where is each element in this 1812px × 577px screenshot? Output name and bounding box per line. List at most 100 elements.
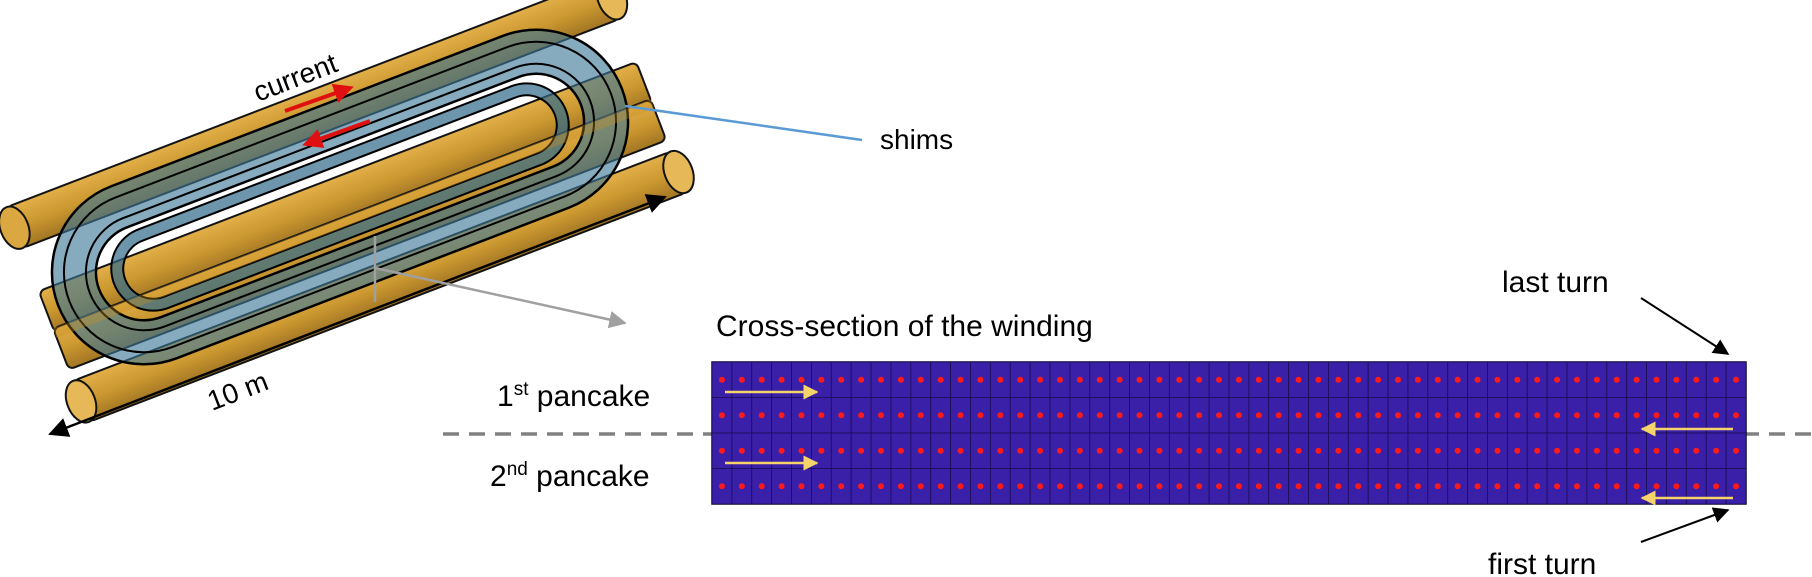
conductor-dot [1514,412,1521,419]
conductor-dot [1355,483,1362,490]
conductor-dot [1713,483,1720,490]
conductor-dot [1474,483,1481,490]
conductor-dot [1335,412,1342,419]
conductor-dot [758,412,765,419]
current-arrow-back [302,119,371,148]
conductor-dot [798,412,805,419]
conductor-dot [1613,483,1620,490]
conductor-dot [1255,376,1262,383]
conductor-dot [1395,376,1402,383]
conductor-dot [1196,447,1203,454]
first-turn-label: first turn [1488,548,1596,577]
conductor-dot [1633,483,1640,490]
conductor-dot [917,447,924,454]
conductor-dot [1315,412,1322,419]
conductor-dot [1474,447,1481,454]
conductor-dot [878,376,885,383]
conductor-dot [1534,412,1541,419]
conductor-dot [997,376,1004,383]
conductor-dot [1693,412,1700,419]
conductor-dot [917,483,924,490]
conductor-dot [1116,412,1123,419]
conductor-dot [1037,483,1044,490]
conductor-dot [1593,483,1600,490]
conductor-dot [1693,376,1700,383]
conductor-dot [1136,412,1143,419]
conductor-dot [1633,376,1640,383]
conductor-dot [897,412,904,419]
conductor-dot [1534,483,1541,490]
conductor-dot [1275,483,1282,490]
conductor-dot [1375,483,1382,490]
current-arrow-forward [284,83,354,113]
conductor-dot [858,412,865,419]
conductor-dot [1275,412,1282,419]
conductor-dot [1176,412,1183,419]
winding-grid [711,361,1747,505]
conductor-dot [1235,447,1242,454]
magnet-3d [0,0,695,424]
conductor-dot [977,483,984,490]
conductor-dot [1653,483,1660,490]
conductor-dot [1434,483,1441,490]
conductor-dot [1056,447,1063,454]
conductor-dot [1573,376,1580,383]
conductor-dot [1136,447,1143,454]
winding-direction-arrows [725,384,1733,506]
conductor-dot [1335,376,1342,383]
conductor-dot [1355,412,1362,419]
conductor-dot [977,376,984,383]
conductor-dot [1017,447,1024,454]
conductor-dot [1673,376,1680,383]
conductor-dot [1673,447,1680,454]
conductor-dot [1116,376,1123,383]
conductor-dot [1474,376,1481,383]
conductor-dot [1593,447,1600,454]
conductor-dot [1414,376,1421,383]
conductor-dot [1216,376,1223,383]
conductor-dot [1454,376,1461,383]
length-dimension-arrow [48,194,667,437]
conductor-dot [1414,412,1421,419]
conductor-dot [1375,412,1382,419]
conductor-dot [1056,483,1063,490]
conductor-dot [1613,376,1620,383]
conductor-dot [1395,412,1402,419]
conductor-dot [718,412,725,419]
conductor-dot [1275,447,1282,454]
conductor-dot [738,483,745,490]
conductor-dot [1096,447,1103,454]
conductor-dot [1335,447,1342,454]
conductor-dot [1673,483,1680,490]
conductor-dot [1573,447,1580,454]
conductor-dot [1494,447,1501,454]
conductor-dot [838,483,845,490]
conductor-dot [1534,376,1541,383]
conductor-dot [738,412,745,419]
first-turn-pointer [1640,507,1730,543]
conductor-dot [1216,412,1223,419]
conductor-dot [1235,483,1242,490]
conductor-dot [1653,376,1660,383]
conductor-dot [1653,412,1660,419]
conductor-dot [738,376,745,383]
conductor-dot [1514,447,1521,454]
conductor-dot [1414,447,1421,454]
conductor-dot [1494,483,1501,490]
conductor-dot [1335,483,1342,490]
conductor-dot [1295,447,1302,454]
conductor-dot [1136,483,1143,490]
conductor-dot [818,376,825,383]
conductor-dot [1693,483,1700,490]
conductor-dot [1554,447,1561,454]
conductor-dot [778,412,785,419]
conductor-dot [997,412,1004,419]
last-turn-pointer [1640,297,1730,355]
conductor-dot [1176,483,1183,490]
conductor-dot [1315,447,1322,454]
conductor-dot [937,447,944,454]
conductor-dot [1673,412,1680,419]
conductor-dot [1375,447,1382,454]
conductor-dot [1037,412,1044,419]
conductor-dot [957,412,964,419]
